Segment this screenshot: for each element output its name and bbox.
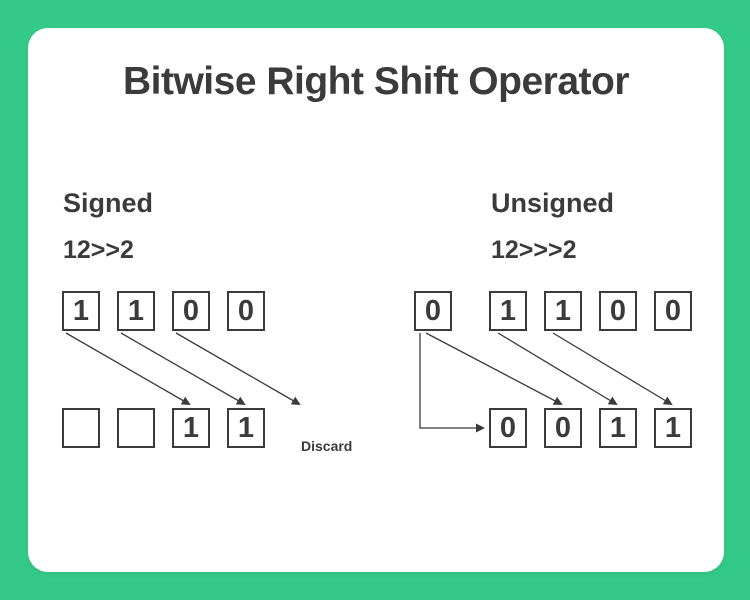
unsigned-column-heading: Unsigned <box>491 188 615 218</box>
signed-arrow-0 <box>65 332 191 405</box>
unsigned-output-bit-1: 0 <box>544 408 582 448</box>
unsigned-arrow-fill <box>419 333 485 433</box>
unsigned-input-bit-4: 0 <box>654 291 692 331</box>
unsigned-arrow-2 <box>552 332 673 406</box>
signed-arrow-1 <box>120 332 246 405</box>
unsigned-arrow-0 <box>425 332 563 405</box>
signed-output-bit-0 <box>62 408 100 448</box>
discard-label: Discard <box>301 438 353 454</box>
signed-output-bit-1 <box>117 408 155 448</box>
signed-expression: 12>>2 <box>63 236 134 264</box>
diagram-card: Bitwise Right Shift Operator Signed 12>>… <box>28 28 724 572</box>
unsigned-input-bit-3: 0 <box>599 291 637 331</box>
unsigned-arrow-1 <box>497 332 618 406</box>
unsigned-output-bit-2: 1 <box>599 408 637 448</box>
signed-input-bit-1: 1 <box>117 291 155 331</box>
signed-input-bit-0: 1 <box>62 291 100 331</box>
page-title: Bitwise Right Shift Operator <box>122 60 630 103</box>
signed-input-bit-3: 0 <box>227 291 265 331</box>
unsigned-expression: 12>>>2 <box>491 236 577 264</box>
signed-input-bit-2: 0 <box>172 291 210 331</box>
unsigned-output-bit-3: 1 <box>654 408 692 448</box>
unsigned-input-bit-1: 1 <box>489 291 527 331</box>
signed-column-heading: Signed <box>63 188 154 218</box>
signed-arrow-discard <box>175 332 301 405</box>
signed-output-bit-2: 1 <box>172 408 210 448</box>
unsigned-input-bit-2: 1 <box>544 291 582 331</box>
signed-output-bit-3: 1 <box>227 408 265 448</box>
unsigned-input-bit-0: 0 <box>414 291 452 331</box>
unsigned-output-bit-0: 0 <box>489 408 527 448</box>
